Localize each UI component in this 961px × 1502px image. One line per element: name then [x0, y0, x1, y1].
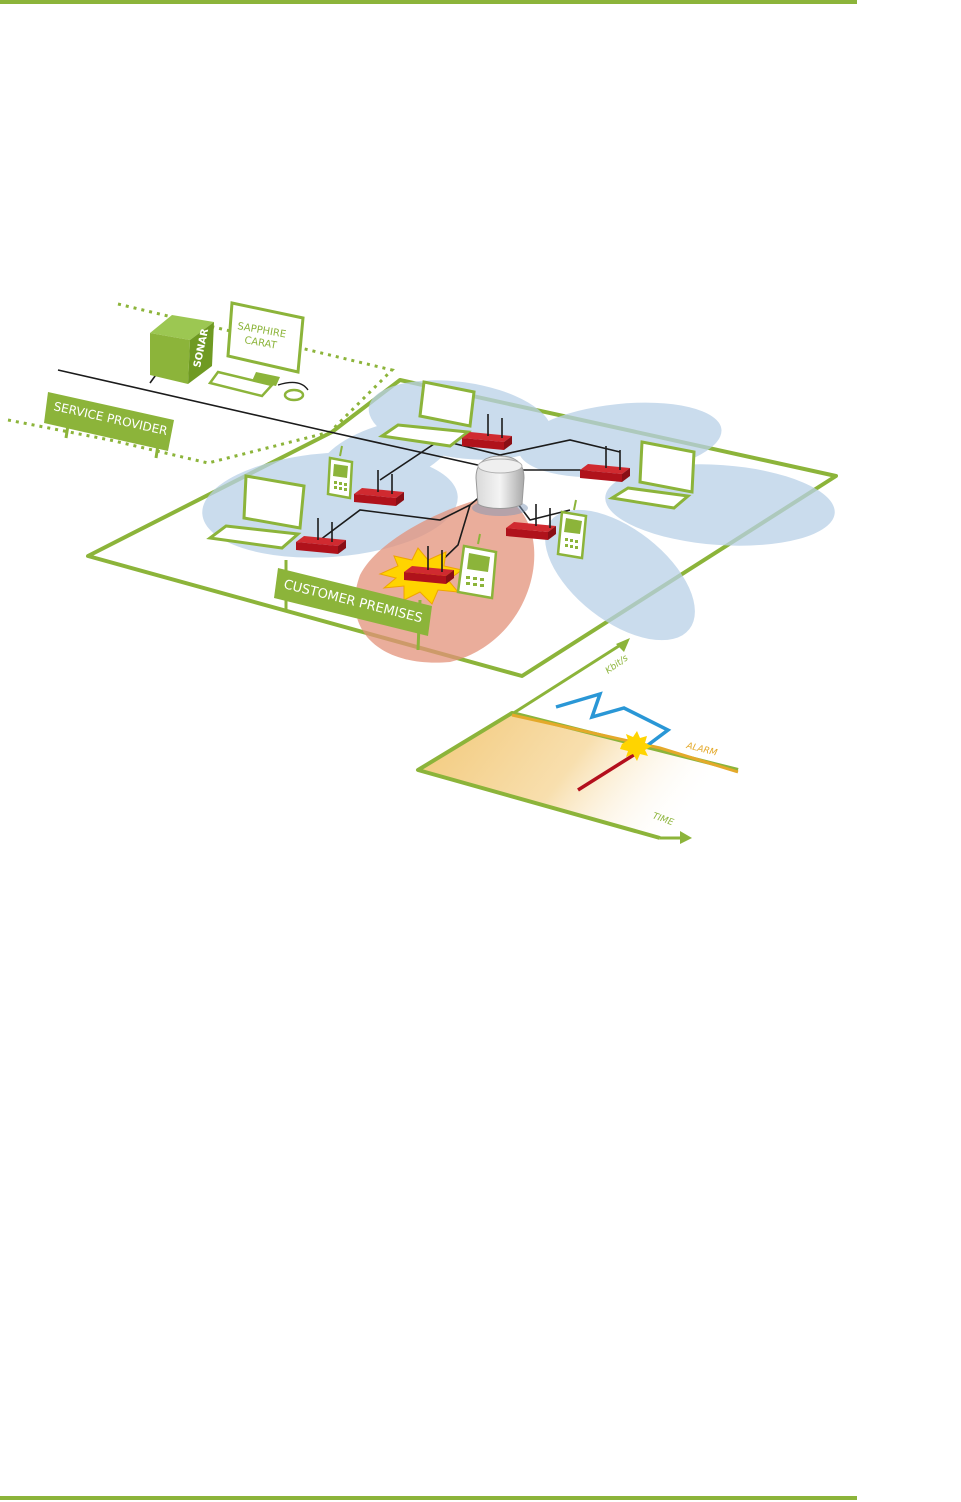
monitor-icon: SAPPHIRE CARAT — [228, 303, 303, 386]
sensor-dome-icon — [472, 456, 528, 516]
phone-icon — [558, 500, 586, 558]
mouse-icon — [278, 382, 308, 400]
y-axis-label: Kbit/s — [604, 653, 631, 676]
server-icon: SONAR — [150, 315, 214, 384]
service-provider-sign: SERVICE PROVIDER — [44, 392, 174, 458]
alarm-graph: Kbit/s ALARM TIME — [418, 638, 740, 844]
